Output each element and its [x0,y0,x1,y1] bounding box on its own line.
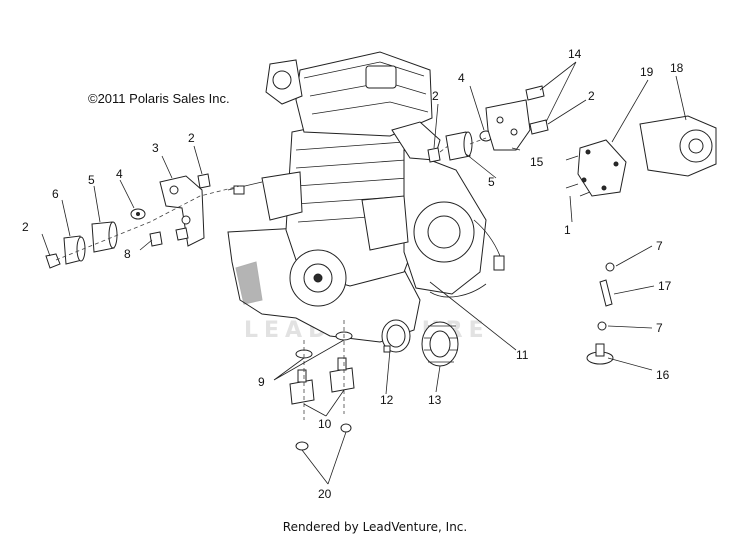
part-10-mount-right [329,357,355,393]
callout-20: 20 [318,487,332,501]
callout-15: 15 [530,155,544,169]
part-10-mount-left [289,369,315,405]
part-3-bracket [159,175,205,247]
callout-numbers: 2 6 5 4 3 2 8 2 4 5 15 14 2 19 18 1 7 17… [22,47,684,501]
callout-19: 19 [640,65,654,79]
part-17-rod [599,279,613,307]
callout-8: 8 [124,247,131,261]
part-12-clamp [381,319,411,353]
callout-7-lower: 7 [656,321,663,335]
part-2-nut-bracket [197,173,211,189]
part-5-bushing-left [91,221,118,253]
part-8-bolts [149,227,189,247]
part-1-screws [565,155,591,197]
callout-13: 13 [428,393,442,407]
part-16-mount [586,343,614,365]
copyright-text: ©2011 Polaris Sales Inc. [88,91,230,106]
part-14-bolts [525,85,549,135]
callout-10: 10 [318,417,332,431]
part-6-bushing [63,235,86,265]
callout-6: 6 [52,187,59,201]
callout-2-left: 2 [22,220,29,234]
callout-7-upper: 7 [656,239,663,253]
part-18-throttle-body [639,115,717,177]
callout-2-bracket: 2 [188,131,195,145]
callout-3: 3 [152,141,159,155]
callout-2-right: 2 [588,89,595,103]
part-13-boot [421,321,459,367]
callout-11: 11 [516,348,529,362]
callout-5-right: 5 [488,175,495,189]
callout-18: 18 [670,61,684,75]
footer-credit: Rendered by LeadVenture, Inc. [282,520,468,534]
callout-2-engine: 2 [432,89,439,103]
callout-17: 17 [658,279,672,293]
engine-assembly [227,51,505,343]
part-19-cover [577,139,627,197]
part-15-bracket [485,99,531,151]
callout-12: 12 [380,393,394,407]
callout-14: 14 [568,47,582,61]
leader-lines [41,61,687,485]
part-2-nut-engine [427,147,441,163]
part-7-grommet-upper [605,262,615,272]
callout-4-right: 4 [458,71,465,85]
part-2-nut-left [45,253,61,269]
callout-9: 9 [258,375,265,389]
callout-5-left: 5 [88,173,95,187]
callout-16: 16 [656,368,670,382]
callout-4-left: 4 [116,167,123,181]
part-7-grommet-lower [597,321,607,331]
part-5-bushing-right [445,131,473,161]
callout-1: 1 [564,223,571,237]
